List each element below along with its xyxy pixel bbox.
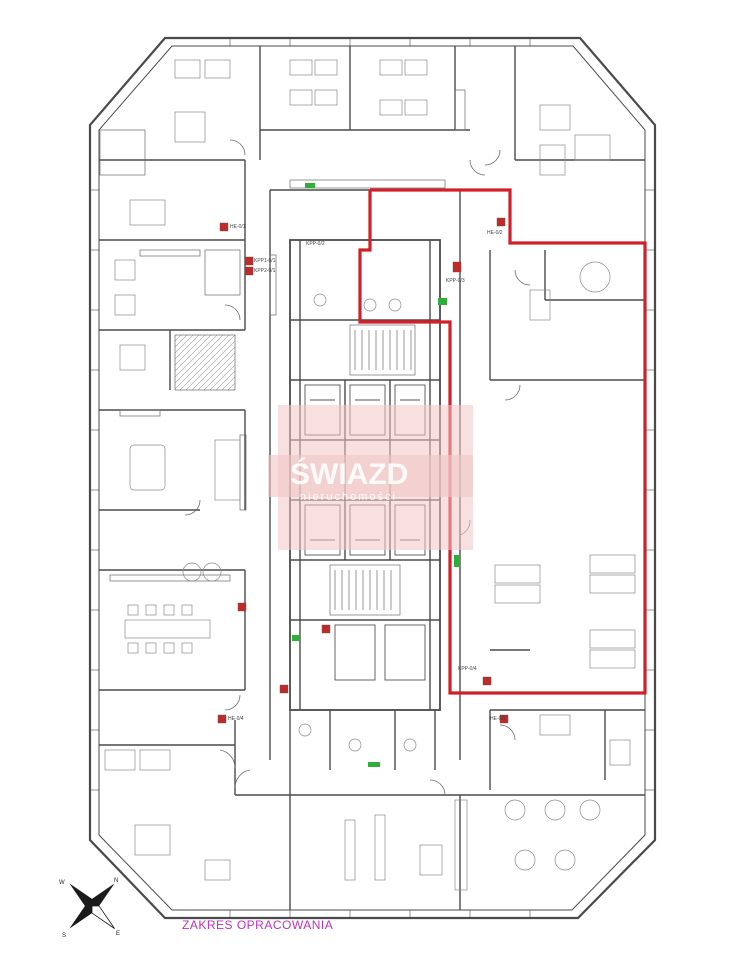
fire-extinguisher-icon bbox=[244, 266, 254, 276]
watermark: ŚWIAZD nieruchomości bbox=[268, 405, 473, 550]
label-riser: KPP-0/2 bbox=[306, 241, 325, 247]
label-fire-1: KPP1-0/1 bbox=[254, 258, 276, 264]
glazed-partitions bbox=[99, 89, 466, 582]
fire-extinguisher-icon bbox=[217, 714, 227, 724]
exit-sign-icon bbox=[292, 635, 300, 641]
fire-extinguisher-icon bbox=[219, 222, 229, 232]
watermark-sub: nieruchomości bbox=[300, 491, 397, 503]
exit-sign-icon bbox=[368, 762, 380, 767]
fire-extinguisher-icon bbox=[496, 217, 506, 227]
compass-arrow-icon bbox=[92, 883, 115, 906]
scope-boundary bbox=[358, 188, 647, 695]
equipment-labels: HE-0/2 HE-0/1 HE-0/4 HE-0/3 KPP1-0/1 KPP… bbox=[228, 224, 506, 722]
exit-signs bbox=[292, 183, 459, 767]
compass-w: W bbox=[59, 880, 65, 886]
label-hydrant-sw: HE-0/4 bbox=[228, 716, 244, 722]
label-fire-2: KPP2-0/1 bbox=[254, 268, 276, 274]
compass-e: E bbox=[116, 931, 120, 937]
exit-sign-icon bbox=[305, 183, 315, 188]
staircases bbox=[329, 324, 416, 616]
label-hydrant-se: HE-0/3 bbox=[490, 716, 506, 722]
fire-extinguisher-icon bbox=[244, 256, 254, 266]
fire-extinguisher-icon bbox=[279, 684, 289, 694]
furniture bbox=[104, 59, 636, 891]
compass-s: S bbox=[62, 933, 66, 939]
label-fire-3: KPP-0/3 bbox=[446, 278, 465, 284]
compass-rose: N S E W bbox=[59, 878, 120, 939]
scope-caption: ZAKRES OPRACOWANIA bbox=[182, 918, 334, 932]
building-envelope bbox=[88, 36, 657, 920]
label-hydrant-nw: HE-0/1 bbox=[230, 224, 246, 230]
fire-extinguisher-icon bbox=[452, 261, 462, 273]
compass-n: N bbox=[114, 878, 118, 884]
label-fire-4: KPP-0/4 bbox=[458, 666, 477, 672]
exit-sign-icon bbox=[438, 298, 447, 305]
fire-extinguisher-icon bbox=[499, 714, 509, 724]
fire-equipment bbox=[217, 217, 509, 724]
label-hydrant-ne: HE-0/2 bbox=[487, 230, 503, 236]
watermark-brand: ŚWIAZD bbox=[290, 457, 408, 491]
fire-extinguisher-icon bbox=[321, 624, 331, 634]
fire-extinguisher-icon bbox=[237, 602, 247, 612]
exit-sign-icon bbox=[454, 555, 459, 567]
fire-extinguisher-icon bbox=[482, 676, 492, 686]
